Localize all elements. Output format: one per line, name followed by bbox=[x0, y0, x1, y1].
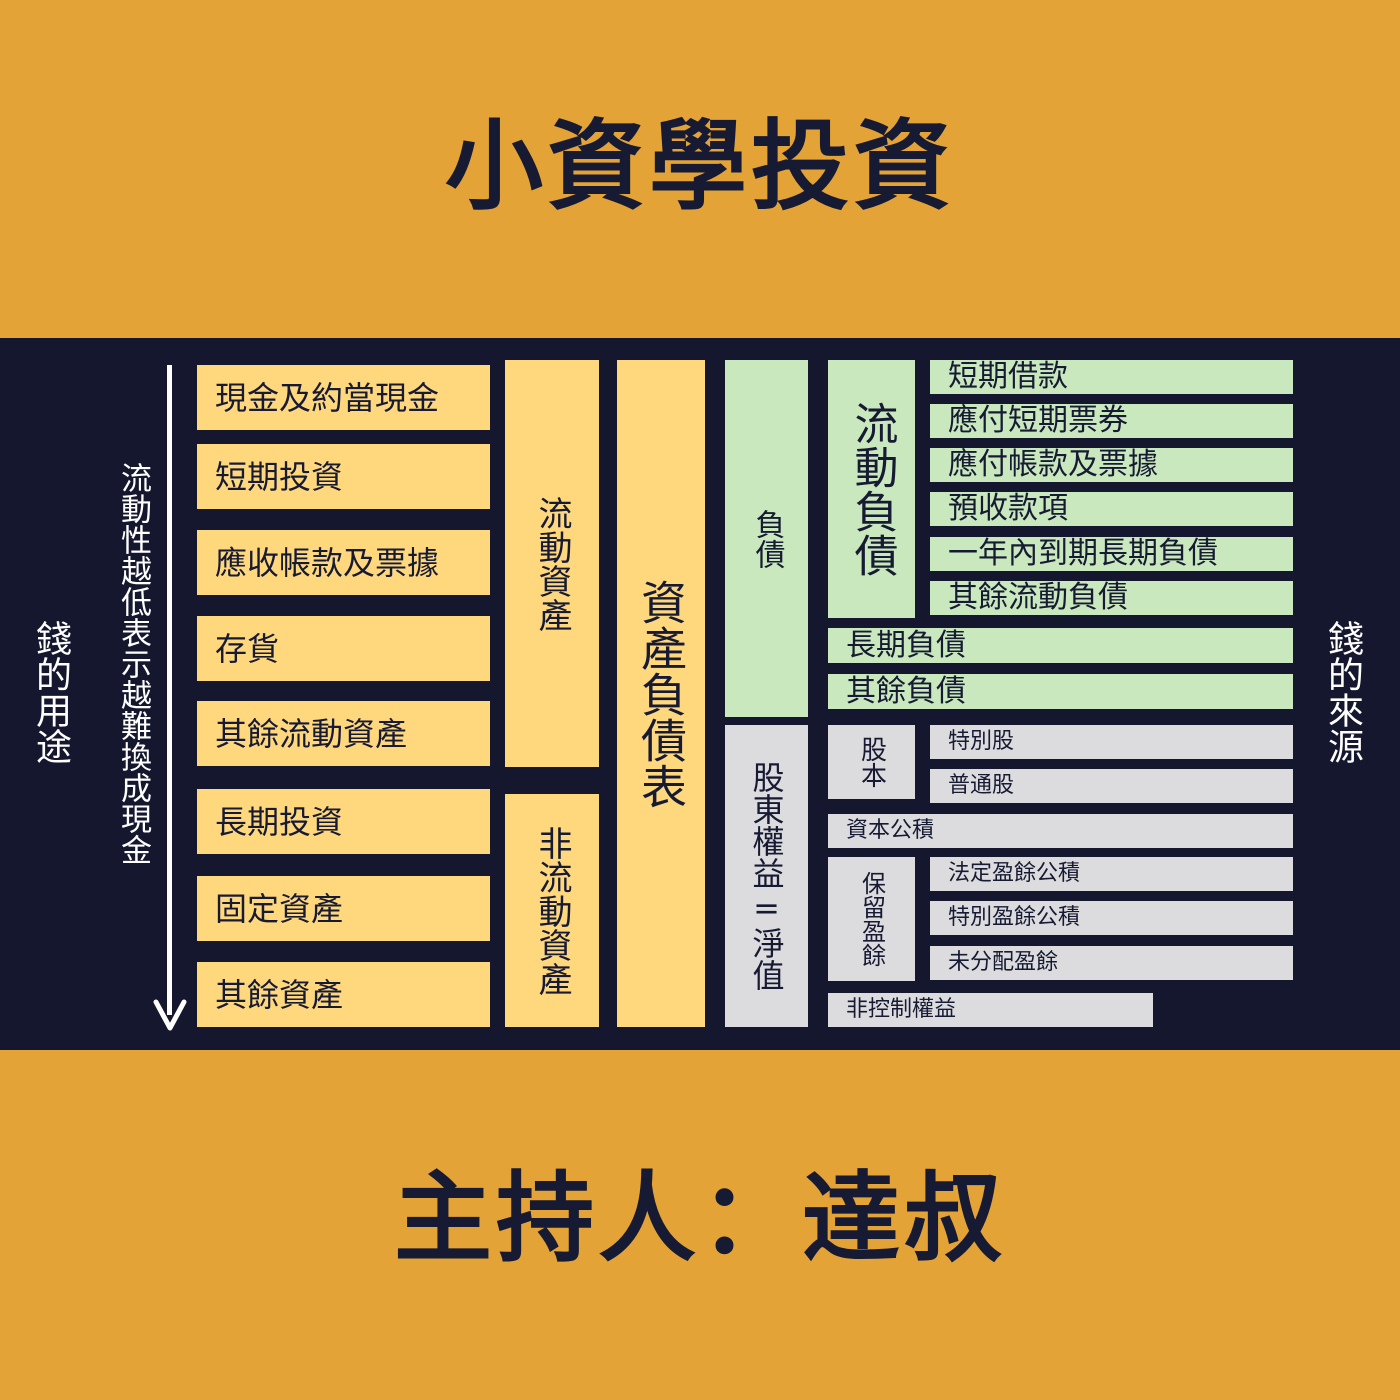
equity-label: 股東權益=淨值 bbox=[725, 725, 808, 1027]
liability-item-current-portion-long-term: 一年內到期長期負債 bbox=[930, 537, 1293, 571]
asset-item-long-term-investment: 長期投資 bbox=[197, 789, 490, 854]
liabilities-label: 負債 bbox=[725, 360, 808, 717]
host-label: 主持人：達叔 bbox=[393, 1162, 1006, 1276]
liability-item-short-term-loan: 短期借款 bbox=[930, 360, 1293, 394]
liability-item-payables: 應付帳款及票據 bbox=[930, 448, 1293, 482]
arrow-down-icon bbox=[153, 999, 187, 1031]
special-reserve-label: 特別盈餘公積 bbox=[930, 901, 1293, 935]
noncontrolling-interest-label: 非控制權益 bbox=[828, 993, 1153, 1027]
retained-earnings-label: 保留盈餘 bbox=[828, 857, 915, 981]
asset-item-other: 其餘資產 bbox=[197, 962, 490, 1027]
other-liabilities-label: 其餘負債 bbox=[828, 674, 1293, 709]
asset-item-cash: 現金及約當現金 bbox=[197, 365, 490, 430]
current-assets-label: 流動資產 bbox=[505, 360, 599, 767]
current-liabilities-label: 流動負債 bbox=[828, 360, 915, 618]
money-usage-label: 錢的用途 bbox=[30, 620, 71, 764]
undistributed-earnings-label: 未分配盈餘 bbox=[930, 946, 1293, 980]
balance-sheet-label: 資產負債表 bbox=[617, 360, 705, 1027]
liability-item-other-current: 其餘流動負債 bbox=[930, 581, 1293, 615]
capital-surplus-label: 資本公積 bbox=[828, 814, 1293, 848]
legal-reserve-label: 法定盈餘公積 bbox=[930, 857, 1293, 891]
common-stock-label: 普通股 bbox=[930, 769, 1293, 803]
capital-stock-label: 股本 bbox=[828, 725, 915, 799]
liquidity-arrow-shaft bbox=[167, 365, 172, 1015]
noncurrent-assets-label: 非流動資產 bbox=[505, 794, 599, 1027]
liability-item-short-term-notes: 應付短期票券 bbox=[930, 404, 1293, 438]
asset-item-fixed: 固定資產 bbox=[197, 876, 490, 941]
long-term-liabilities-label: 長期負債 bbox=[828, 628, 1293, 663]
asset-item-other-current: 其餘流動資產 bbox=[197, 701, 490, 766]
page-title: 小資學投資 bbox=[444, 110, 955, 224]
liquidity-note: 流動性越低表示越難換成現金 bbox=[115, 462, 151, 865]
asset-item-short-term-investment: 短期投資 bbox=[197, 444, 490, 509]
asset-item-inventory: 存貨 bbox=[197, 616, 490, 681]
asset-item-receivables: 應收帳款及票據 bbox=[197, 530, 490, 595]
liability-item-advance-receipts: 預收款項 bbox=[930, 492, 1293, 526]
money-source-label: 錢的來源 bbox=[1322, 620, 1363, 764]
preferred-stock-label: 特別股 bbox=[930, 725, 1293, 759]
